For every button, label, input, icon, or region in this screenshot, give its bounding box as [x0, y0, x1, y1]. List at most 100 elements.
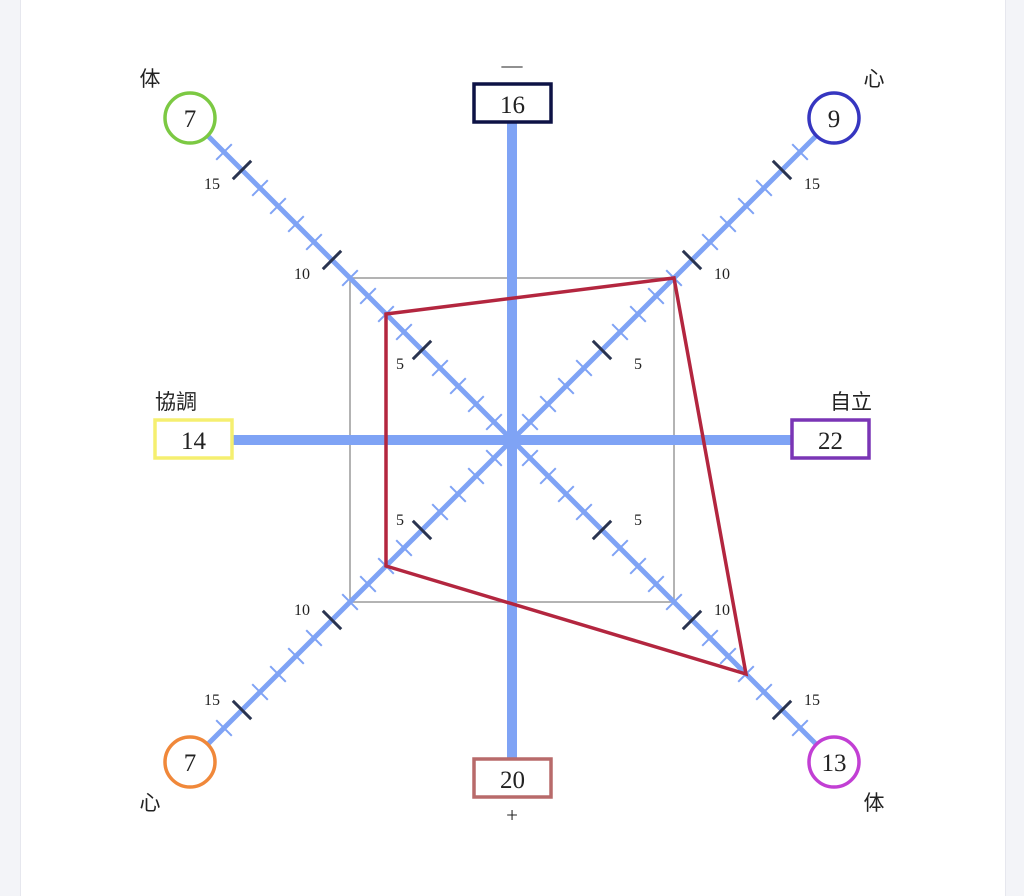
minor-tick	[485, 449, 503, 467]
value-box-top	[472, 82, 553, 124]
major-tick	[771, 159, 793, 181]
minor-tick	[539, 467, 557, 485]
minor-tick	[251, 179, 269, 197]
score-value-upper-left: 7	[184, 106, 197, 133]
minor-tick	[539, 395, 557, 413]
diagonal-axis-lower-right	[510, 438, 818, 746]
minor-tick	[575, 503, 593, 521]
tick-label: 5	[396, 512, 404, 529]
minor-tick	[521, 449, 539, 467]
axis-label-upper-right: 心	[864, 67, 885, 91]
diagonal-axis-upper-right	[510, 134, 818, 442]
axis-label-top: —	[501, 53, 524, 77]
axis-label-right: 自立	[830, 390, 872, 414]
major-tick	[681, 249, 703, 271]
minor-tick	[359, 575, 377, 593]
minor-tick	[341, 593, 359, 611]
diagonal-axis-upper-left	[206, 134, 514, 442]
tick-label: 5	[396, 356, 404, 373]
score-value-upper-right: 9	[828, 106, 841, 133]
minor-tick	[701, 629, 719, 647]
minor-tick	[395, 323, 413, 341]
minor-tick	[701, 233, 719, 251]
minor-tick	[575, 359, 593, 377]
minor-tick	[449, 377, 467, 395]
axis-label-upper-left: 体	[140, 67, 161, 91]
value-box-bottom	[472, 757, 553, 799]
minor-tick	[269, 197, 287, 215]
minor-tick	[791, 719, 809, 737]
minor-tick	[737, 197, 755, 215]
minor-tick	[629, 557, 647, 575]
minor-tick	[431, 359, 449, 377]
minor-tick	[629, 305, 647, 323]
major-tick	[681, 609, 703, 631]
value-box-text-bottom: 20	[500, 767, 525, 794]
score-circle-lower-right	[807, 735, 861, 789]
minor-tick	[647, 287, 665, 305]
minor-tick	[287, 215, 305, 233]
minor-tick	[467, 467, 485, 485]
tick-label: 5	[634, 512, 642, 529]
minor-tick	[665, 593, 683, 611]
tick-label: 10	[294, 602, 310, 619]
score-circle-upper-right	[807, 91, 861, 145]
minor-tick	[305, 233, 323, 251]
tick-label: 15	[804, 692, 820, 709]
minor-tick	[251, 683, 269, 701]
minor-tick	[431, 503, 449, 521]
major-tick	[771, 699, 793, 721]
radar-chart: 510157体510159心5101513体510157心16—20+14協調2…	[140, 53, 885, 827]
score-value-lower-left: 7	[184, 750, 197, 777]
minor-tick	[719, 215, 737, 233]
tick-label: 15	[804, 176, 820, 193]
major-tick	[591, 339, 613, 361]
minor-tick	[395, 539, 413, 557]
tick-label: 10	[294, 266, 310, 283]
minor-tick	[557, 377, 575, 395]
minor-tick	[287, 647, 305, 665]
minor-tick	[611, 323, 629, 341]
tick-label: 10	[714, 602, 730, 619]
value-box-right	[790, 418, 871, 460]
tick-label: 10	[714, 266, 730, 283]
major-tick	[411, 519, 433, 541]
axis-label-lower-right: 体	[864, 791, 885, 815]
major-tick	[231, 699, 253, 721]
minor-tick	[449, 485, 467, 503]
minor-tick	[755, 683, 773, 701]
minor-tick	[719, 647, 737, 665]
minor-tick	[341, 269, 359, 287]
minor-tick	[557, 485, 575, 503]
axis-label-left: 協調	[155, 390, 197, 414]
score-polygon	[384, 276, 749, 677]
score-value-lower-right: 13	[822, 750, 847, 777]
axis-label-bottom: +	[506, 803, 518, 827]
minor-tick	[269, 665, 287, 683]
minor-tick	[611, 539, 629, 557]
axis-label-lower-left: 心	[140, 791, 161, 815]
tick-label: 5	[634, 356, 642, 373]
minor-tick	[305, 629, 323, 647]
score-circle-lower-left	[163, 735, 217, 789]
value-box-text-right: 22	[818, 428, 843, 455]
tick-label: 15	[204, 176, 220, 193]
major-tick	[321, 249, 343, 271]
minor-tick	[359, 287, 377, 305]
major-tick	[231, 159, 253, 181]
value-box-text-top: 16	[500, 92, 525, 119]
major-tick	[321, 609, 343, 631]
diagonal-axis-lower-left	[206, 438, 514, 746]
minor-tick	[755, 179, 773, 197]
minor-tick	[521, 413, 539, 431]
minor-tick	[467, 395, 485, 413]
minor-tick	[215, 143, 233, 161]
minor-tick	[647, 575, 665, 593]
minor-tick	[485, 413, 503, 431]
value-box-left	[153, 418, 234, 460]
value-box-text-left: 14	[181, 428, 207, 455]
minor-tick	[791, 143, 809, 161]
tick-label: 15	[204, 692, 220, 709]
major-tick	[411, 339, 433, 361]
